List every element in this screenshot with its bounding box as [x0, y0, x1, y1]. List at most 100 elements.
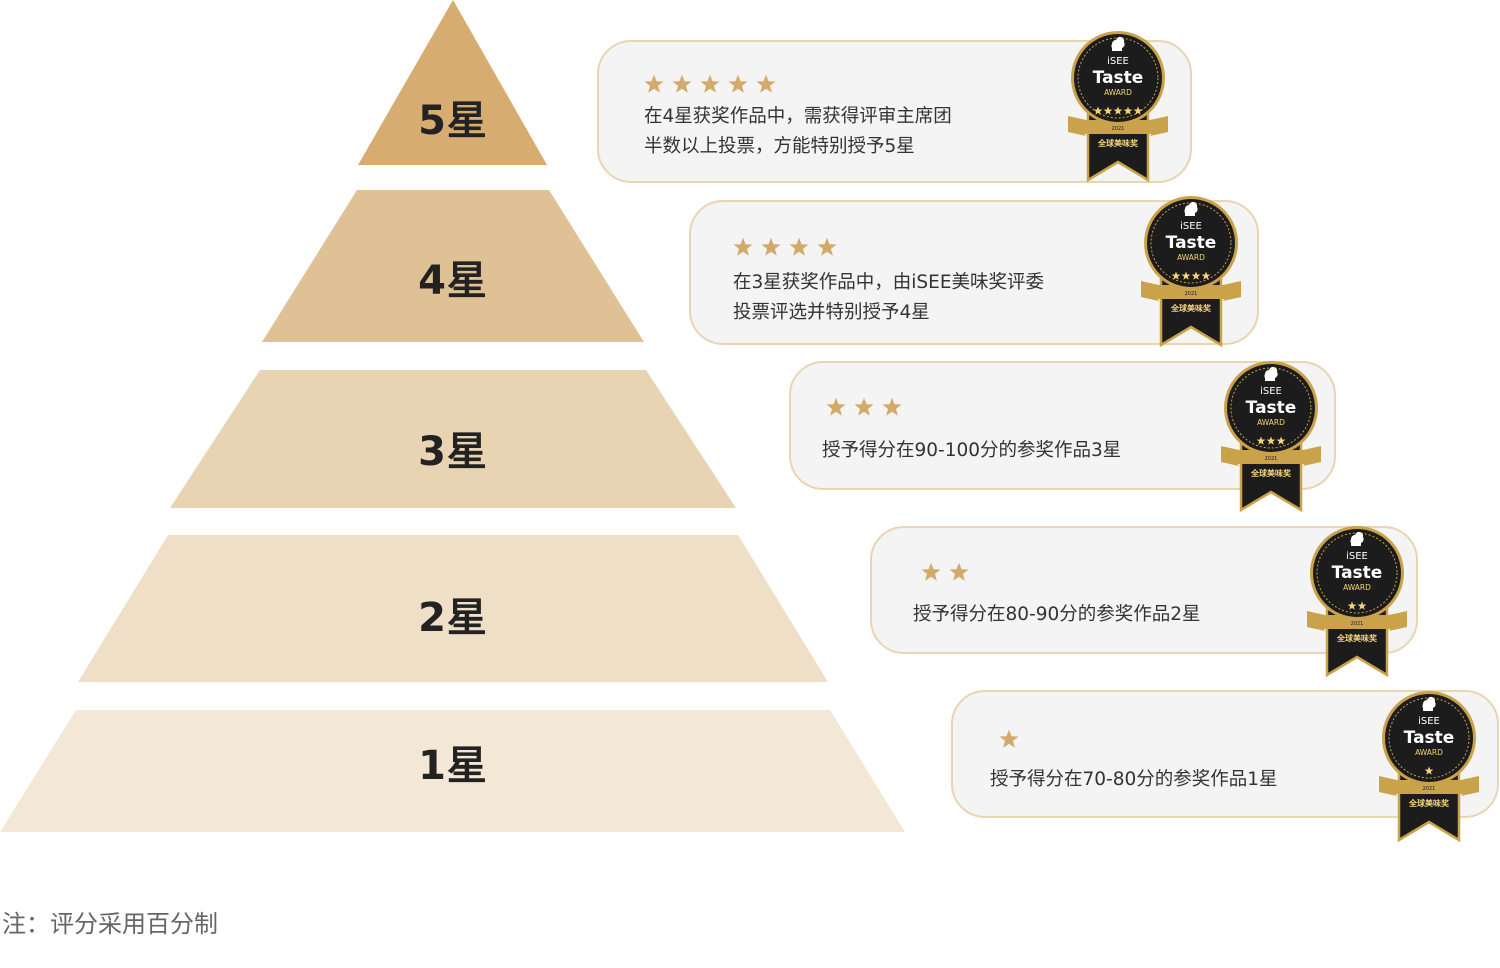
badge-star-icon — [1424, 766, 1434, 775]
badge-brand-top: iSEE — [1418, 716, 1440, 727]
pyramid-tier-5 — [358, 0, 547, 165]
badge-star-icon — [1103, 106, 1113, 115]
badge-star-icon — [1133, 106, 1143, 115]
badge-ribbon-year: 2021 — [1351, 621, 1364, 627]
star-icon — [921, 562, 941, 581]
star-icon — [644, 74, 664, 93]
card-description: 在4星获奖作品中，需获得评审主席团 半数以上投票，方能特别授予5星 — [644, 102, 952, 162]
badge-tail-text: 全球美味奖 — [1170, 303, 1212, 313]
badge-star-icon — [1113, 106, 1123, 115]
badge-ribbon-year: 2021 — [1112, 126, 1125, 132]
star-icon — [672, 74, 692, 93]
chef-hat-icon — [1422, 696, 1436, 711]
badge-brand-top: iSEE — [1260, 386, 1282, 397]
badge-brand-sub: AWARD — [1415, 748, 1443, 757]
star-icon — [761, 237, 781, 256]
badge-tail-text: 全球美味奖 — [1408, 798, 1450, 808]
pyramid-tier-3 — [170, 370, 736, 508]
tier-label-2-star: 2星 — [418, 595, 488, 641]
chef-hat-icon — [1184, 201, 1198, 216]
rating-pyramid — [0, 0, 905, 832]
badge-brand-sub: AWARD — [1343, 583, 1371, 592]
badge-tail-text: 全球美味奖 — [1250, 468, 1292, 478]
star-icon — [756, 74, 776, 93]
card-line: 在3星获奖作品中，由iSEE美味奖评委 — [733, 272, 1045, 293]
badge-star-icon — [1347, 601, 1357, 610]
badge-star-icon — [1191, 271, 1201, 280]
card-line: 在4星获奖作品中，需获得评审主席团 — [644, 106, 952, 127]
badge-ribbon-year: 2021 — [1423, 786, 1436, 792]
badge-brand-main: Taste — [1166, 233, 1217, 253]
star-row — [826, 397, 902, 417]
star-icon — [854, 397, 874, 416]
star-icon — [733, 237, 753, 256]
badge-brand-top: iSEE — [1107, 56, 1129, 67]
star-row — [733, 237, 837, 257]
badge-brand-top: iSEE — [1346, 551, 1368, 562]
chef-hat-icon — [1264, 366, 1278, 381]
tier-label-3-star: 3星 — [418, 429, 488, 475]
star-icon — [949, 562, 969, 581]
tier-label-4-star: 4星 — [418, 258, 488, 304]
badge-brand-top: iSEE — [1180, 221, 1202, 232]
card-line: 授予得分在90-100分的参奖作品3星 — [822, 440, 1122, 461]
card-line: 半数以上投票，方能特别授予5星 — [644, 136, 915, 157]
chef-hat-icon — [1350, 531, 1364, 546]
badge-tail-text: 全球美味奖 — [1336, 633, 1378, 643]
card-line: 投票评选并特别授予4星 — [733, 302, 930, 323]
card-description: 授予得分在70-80分的参奖作品1星 — [990, 765, 1278, 795]
star-icon — [882, 397, 902, 416]
badge-brand-main: Taste — [1404, 728, 1455, 748]
card-description: 授予得分在90-100分的参奖作品3星 — [822, 436, 1121, 466]
chef-hat-icon — [1111, 36, 1125, 51]
badge-star-icon — [1256, 436, 1266, 445]
card-line: 授予得分在70-80分的参奖作品1星 — [990, 769, 1278, 790]
tier-label-5-star: 5星 — [418, 98, 488, 144]
badge-brand-sub: AWARD — [1104, 88, 1132, 97]
badge-ribbon-year: 2021 — [1265, 456, 1278, 462]
star-icon — [728, 74, 748, 93]
badge-star-icon — [1181, 271, 1191, 280]
badge-ribbon-year: 2021 — [1185, 291, 1198, 297]
badge-tail-text: 全球美味奖 — [1097, 138, 1139, 148]
pyramid-tier-4 — [262, 190, 644, 342]
star-row — [921, 562, 969, 582]
badge-brand-main: Taste — [1332, 563, 1383, 583]
badge-star-icon — [1093, 106, 1103, 115]
badge-star-icon — [1276, 436, 1286, 445]
card-description: 授予得分在80-90分的参奖作品2星 — [913, 600, 1201, 630]
badge-star-icon — [1266, 436, 1276, 445]
pyramid-tier-1 — [0, 710, 905, 832]
badge-brand-sub: AWARD — [1257, 418, 1285, 427]
tier-label-1-star: 1星 — [418, 743, 488, 789]
star-icon — [999, 729, 1019, 748]
star-icon — [700, 74, 720, 93]
star-row — [644, 74, 776, 94]
star-icon — [789, 237, 809, 256]
badge-brand-main: Taste — [1093, 68, 1144, 88]
badge-star-icon — [1357, 601, 1367, 610]
badge-star-icon — [1201, 271, 1211, 280]
pyramid-tier-2 — [78, 535, 828, 682]
card-description: 在3星获奖作品中，由iSEE美味奖评委 投票评选并特别授予4星 — [733, 268, 1044, 328]
badge-brand-sub: AWARD — [1177, 253, 1205, 262]
badge-star-icon — [1123, 106, 1133, 115]
card-line: 授予得分在80-90分的参奖作品2星 — [913, 604, 1201, 625]
star-row — [999, 729, 1019, 749]
badge-star-icon — [1171, 271, 1181, 280]
star-icon — [817, 237, 837, 256]
footnote: 注：评分采用百分制 — [2, 910, 218, 938]
star-icon — [826, 397, 846, 416]
badge-brand-main: Taste — [1246, 398, 1297, 418]
